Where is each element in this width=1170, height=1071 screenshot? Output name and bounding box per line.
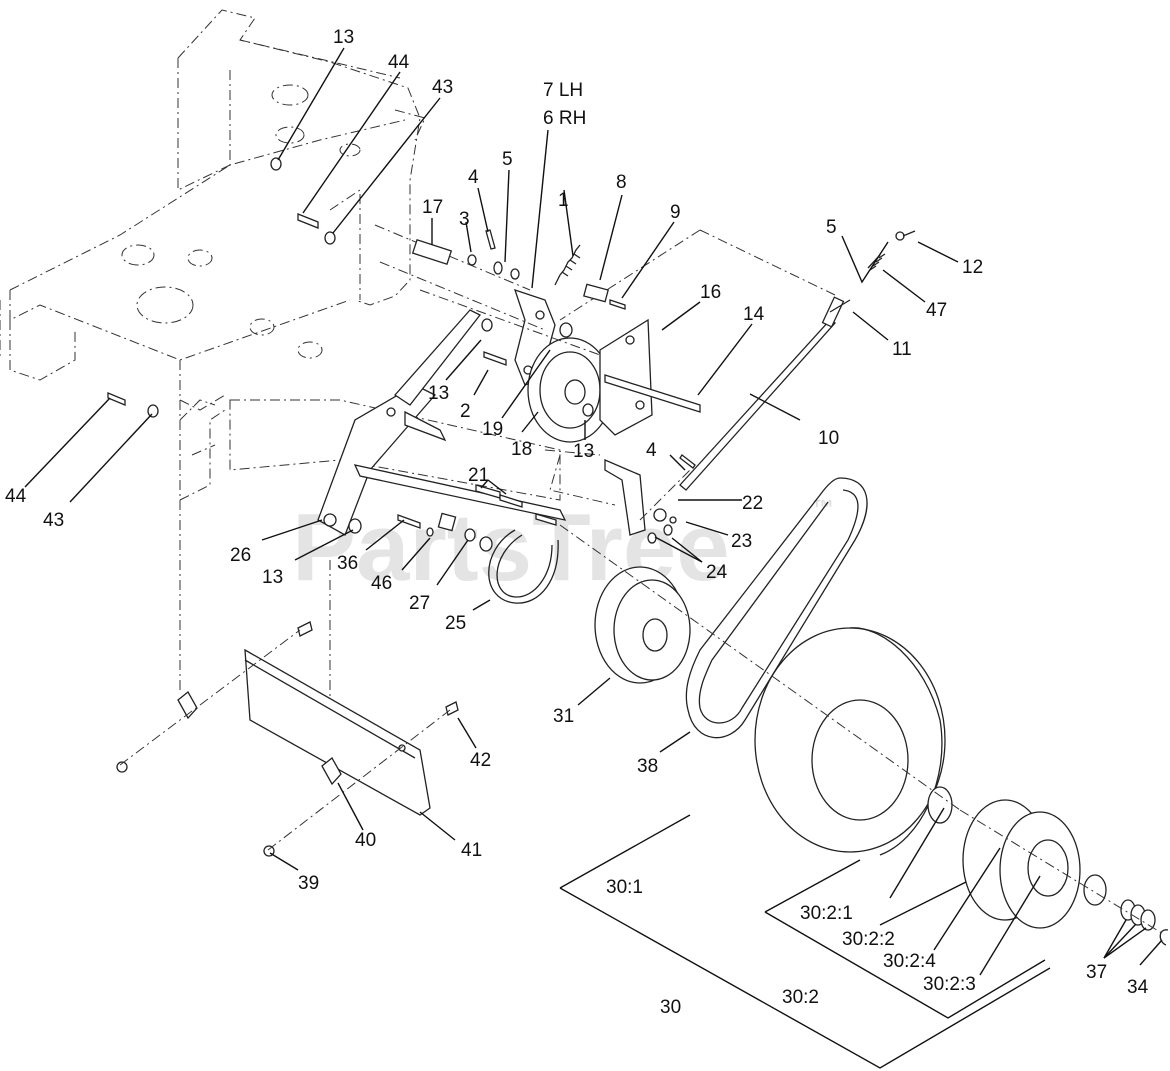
- callout-10: 10: [818, 428, 839, 449]
- small-spring: [867, 253, 886, 271]
- callout-30-2-3: 30:2:3: [923, 974, 976, 995]
- callout-44: 44: [388, 52, 410, 73]
- callout-22: 22: [742, 493, 763, 514]
- mount-plate: [599, 318, 653, 436]
- callout-6-rh: 6 RH: [543, 108, 586, 129]
- callout-labels: 13 44 43 7 LH 6 RH 4 5 3 17 1 8 9 16 14 …: [5, 27, 1149, 1018]
- callout-3: 3: [459, 209, 470, 230]
- callout-30-2-4: 30:2:4: [883, 951, 936, 972]
- callout-4-bracket: 4: [646, 440, 657, 461]
- assembly-brackets: [559, 814, 1051, 1069]
- callout-38: 38: [637, 756, 658, 777]
- callout-27: 27: [409, 593, 430, 614]
- callout-18: 18: [511, 439, 532, 460]
- tire: [754, 627, 946, 856]
- callout-11: 11: [892, 339, 912, 360]
- callout-37: 37: [1086, 962, 1107, 983]
- drive-pulley: [594, 566, 691, 684]
- callout-23: 23: [731, 531, 752, 552]
- callout-13: 13: [333, 27, 354, 48]
- callout-13-pivot: 13: [262, 567, 283, 588]
- callout-13-pulley: 13: [573, 441, 594, 462]
- callout-31: 31: [553, 706, 574, 727]
- callout-12: 12: [962, 257, 983, 278]
- callout-43: 43: [432, 77, 453, 98]
- callout-46: 46: [371, 573, 392, 594]
- callout-47: 47: [926, 300, 947, 321]
- callout-41: 41: [461, 840, 482, 861]
- callout-5: 5: [502, 149, 513, 170]
- callout-42: 42: [470, 750, 491, 771]
- callout-36: 36: [337, 553, 358, 574]
- callout-43-left: 43: [43, 510, 64, 531]
- small-fasteners: [116, 621, 459, 857]
- callout-34: 34: [1127, 977, 1149, 998]
- pivot-arm: [317, 309, 481, 536]
- washers-and-clip: [1120, 899, 1169, 946]
- callout-30-2-2: 30:2:2: [842, 929, 895, 950]
- frame-weldment: [0, 9, 561, 760]
- v-belt: [685, 477, 868, 739]
- callout-30-1: 30:1: [606, 877, 643, 898]
- rod-bracket: [604, 459, 677, 536]
- callout-30: 30: [660, 997, 681, 1018]
- callout-24: 24: [706, 562, 728, 583]
- callout-1: 1: [558, 190, 569, 211]
- callout-21: 21: [468, 465, 489, 486]
- callout-19: 19: [482, 419, 503, 440]
- long-bolt: [604, 374, 701, 413]
- control-rod: [679, 296, 851, 491]
- callout-40: 40: [355, 830, 376, 851]
- callout-17: 17: [422, 197, 443, 218]
- extension-spring: [554, 244, 581, 286]
- callout-8: 8: [616, 172, 627, 193]
- callout-16: 16: [700, 282, 721, 303]
- callout-30-2: 30:2: [782, 987, 819, 1008]
- callout-9: 9: [670, 202, 681, 223]
- brake-band: [488, 529, 559, 604]
- callout-13-arm: 13: [428, 383, 449, 404]
- hardware-row: [107, 157, 916, 552]
- callout-30-2-1: 30:2:1: [800, 903, 853, 924]
- callout-14: 14: [743, 304, 765, 325]
- explode-axes: [119, 224, 1166, 936]
- watermark-trademark: ™: [812, 495, 834, 520]
- skid-supports: [177, 691, 342, 786]
- callout-26: 26: [230, 545, 251, 566]
- callout-25: 25: [445, 613, 466, 634]
- wheel-hub: [927, 786, 1107, 929]
- callout-44-left: 44: [5, 486, 27, 507]
- callout-4: 4: [468, 167, 479, 188]
- callout-7-lh: 7 LH: [543, 80, 583, 101]
- callout-2: 2: [460, 401, 471, 422]
- callout-5-rod: 5: [826, 217, 837, 238]
- leader-lines: [24, 47, 1163, 976]
- callout-39: 39: [298, 873, 319, 894]
- skid-plate: [244, 648, 431, 816]
